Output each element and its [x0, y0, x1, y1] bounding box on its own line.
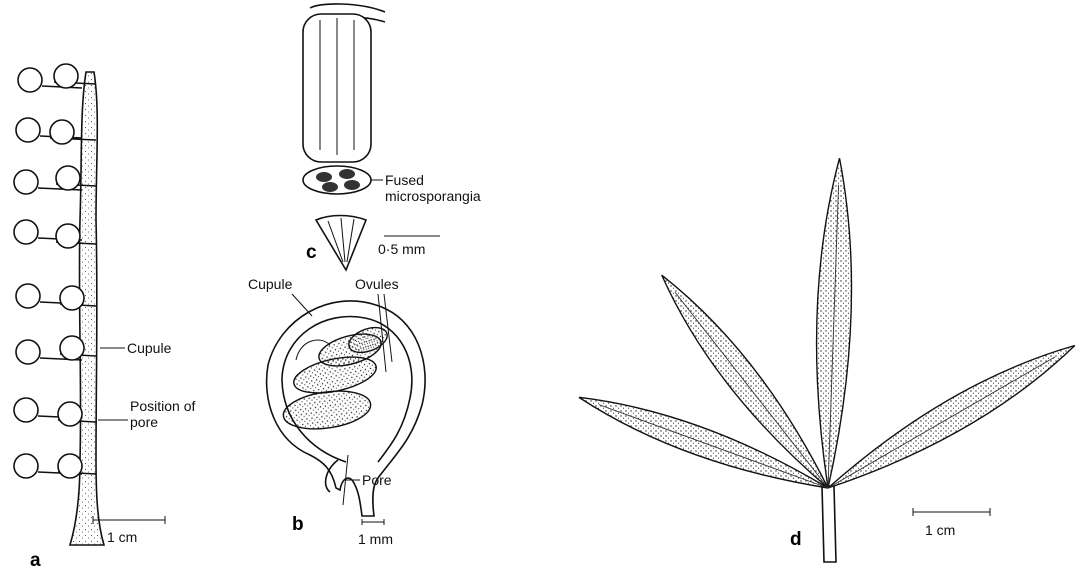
- fused-label-line1: Fused: [385, 172, 424, 188]
- cupule: [14, 398, 38, 422]
- cupule: [60, 286, 84, 310]
- cupule: [16, 284, 40, 308]
- ovules-label: Ovules: [355, 276, 399, 292]
- panel-a-drawing: [14, 64, 104, 545]
- petiole: [822, 486, 836, 562]
- panel-label-d: d: [790, 529, 802, 550]
- pore-label-line2: pore: [130, 414, 158, 430]
- cupule: [50, 120, 74, 144]
- cupule: [16, 118, 40, 142]
- cupule: [58, 402, 82, 426]
- panel-c-drawing: [303, 4, 385, 270]
- cupule: [14, 220, 38, 244]
- pore-b-label: Pore: [362, 472, 392, 488]
- cupule-b-label: Cupule: [248, 276, 293, 292]
- scale-label-b: 1 mm: [358, 531, 393, 547]
- cupule: [54, 64, 78, 88]
- pore-label-line1: Position of: [130, 398, 195, 414]
- cupule: [58, 454, 82, 478]
- midrib: [828, 357, 1055, 488]
- panel-label-c: c: [306, 242, 317, 263]
- panel-label-b: b: [292, 514, 304, 535]
- cupule: [14, 170, 38, 194]
- sporangium-locule: [322, 182, 338, 192]
- cupule: [18, 68, 42, 92]
- cupule: [60, 336, 84, 360]
- cupule: [56, 166, 80, 190]
- cupule: [14, 454, 38, 478]
- stalk: [310, 4, 385, 12]
- sporangium-locule: [344, 180, 360, 190]
- panel-label-a: a: [30, 550, 41, 570]
- fused-label-line2: microsporangia: [385, 188, 481, 204]
- microsporophyll: [316, 216, 366, 271]
- scale-label-d: 1 cm: [925, 522, 955, 538]
- scale-label-c: 0·5 mm: [378, 241, 425, 257]
- synangium-base: [303, 166, 371, 194]
- panel-d-drawing: [579, 158, 1075, 562]
- sporangium-locule: [316, 172, 332, 182]
- cupule-b-leader: [292, 294, 312, 316]
- cupule: [56, 224, 80, 248]
- panel-b-drawing: [267, 301, 425, 516]
- scale-label-a: 1 cm: [107, 529, 137, 545]
- cupule: [16, 340, 40, 364]
- cupule-label: Cupule: [127, 340, 172, 356]
- sporangium-locule: [339, 169, 355, 179]
